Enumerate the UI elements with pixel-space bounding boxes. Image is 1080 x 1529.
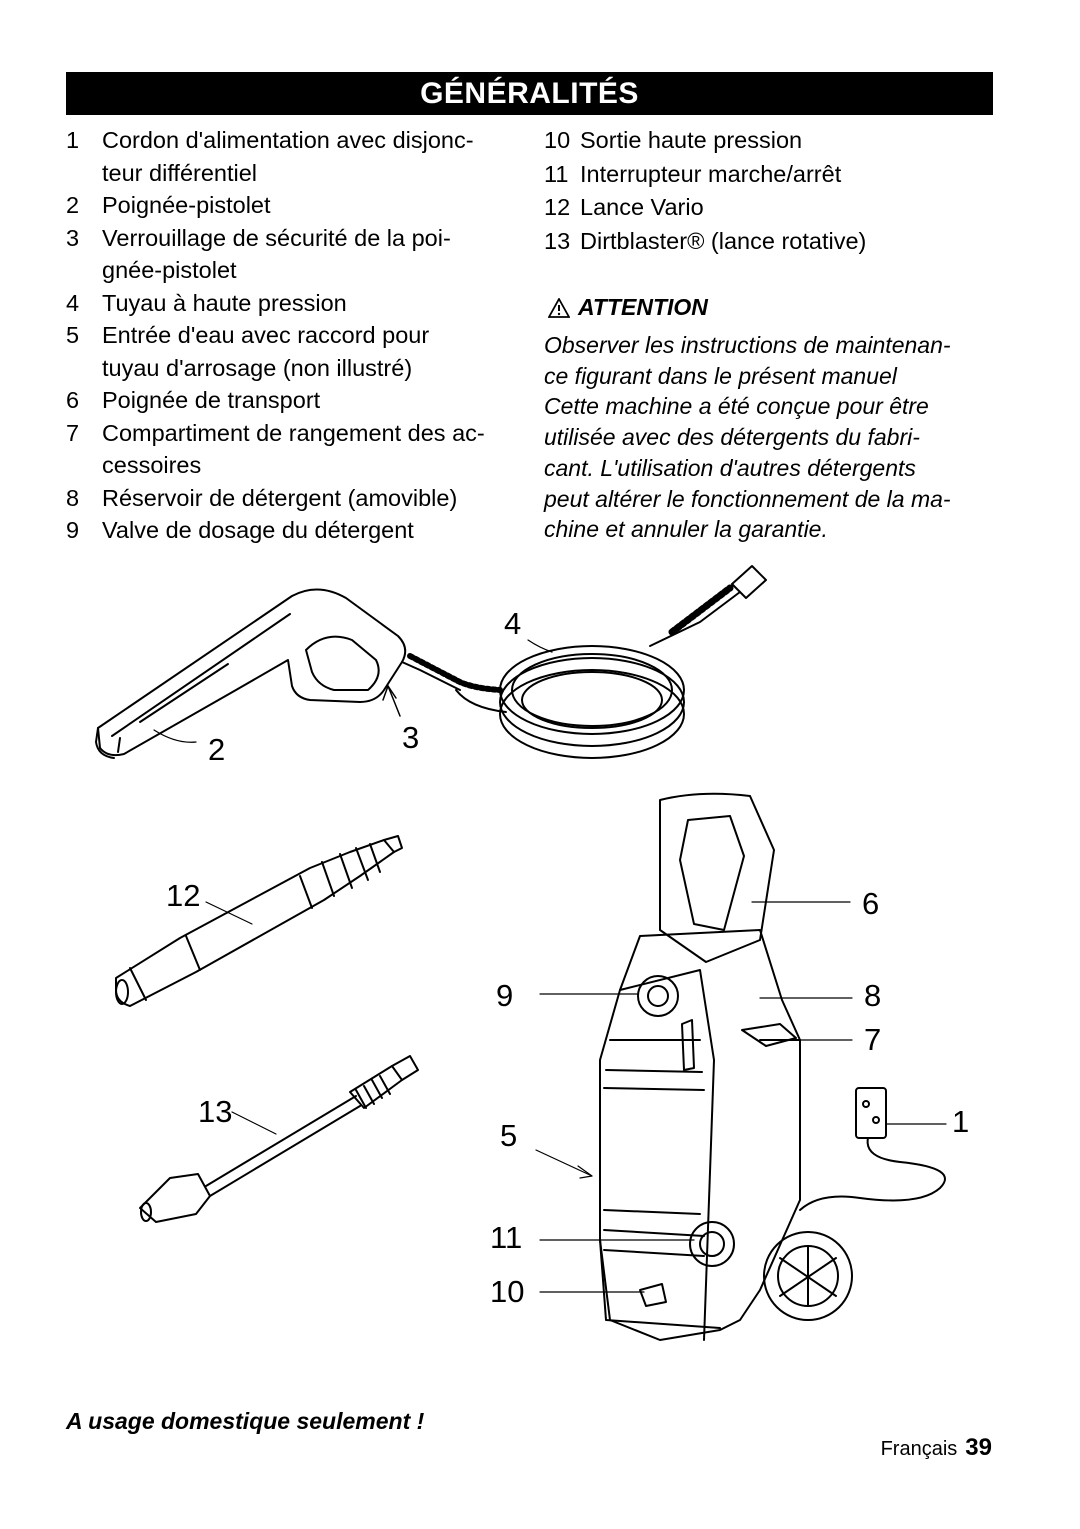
- leader-line-12: [205, 901, 253, 925]
- parts-list-right: 10 Sortie haute pression 11 Interrupteur…: [544, 124, 994, 258]
- power-plug-drawing: [799, 1087, 946, 1211]
- list-item: 8 Réservoir de détergent (amovible): [66, 484, 458, 511]
- list-item: 11 Interrupteur marche/arrêt: [544, 160, 842, 187]
- page-footer: Français 39: [881, 1434, 992, 1462]
- list-item: 4 Tuyau à haute pression: [66, 289, 347, 316]
- list-item: 10 Sortie haute pression: [544, 127, 803, 153]
- warning-triangle-icon: [548, 297, 570, 318]
- list-item: 13 Dirtblaster® (lance rotative): [544, 227, 867, 254]
- callout-4: 4: [504, 606, 522, 641]
- section-title: GÉNÉRALITÉS: [66, 72, 993, 115]
- callout-9: 9: [496, 978, 514, 1013]
- leader-line-4: [527, 639, 553, 653]
- vario-lance-drawing: [115, 835, 403, 1007]
- arrow-3: [387, 685, 401, 717]
- list-item: 3 Verrouillage de sécurité de la poi-gné…: [66, 224, 451, 284]
- leader-line-2: [153, 729, 197, 743]
- dirtblaster-drawing: [139, 1055, 419, 1223]
- list-item: 2 Poignée-pistolet: [66, 192, 271, 218]
- parts-list-left: 1 Cordon d'alimentation avec disjonc-teu…: [66, 124, 526, 547]
- pressure-washer-drawing: [599, 792, 853, 1341]
- usage-note: A usage domestique seulement !: [66, 1408, 425, 1434]
- list-item: 7 Compartiment de rangement des ac-cesso…: [66, 419, 485, 479]
- footer-language: Français: [880, 1438, 958, 1460]
- callout-12: 12: [166, 878, 201, 913]
- callout-8: 8: [864, 978, 882, 1013]
- callout-1: 1: [952, 1104, 970, 1139]
- attention-heading: ATTENTION: [548, 294, 708, 321]
- callout-6: 6: [862, 886, 880, 921]
- callout-5: 5: [500, 1118, 518, 1153]
- leader-line-13: [231, 1111, 277, 1135]
- callout-11: 11: [490, 1220, 523, 1255]
- list-item: 12 Lance Vario: [544, 194, 704, 220]
- hose-coil-drawing: [499, 565, 767, 759]
- list-item: 6 Poignée de transport: [66, 387, 321, 413]
- arrow-5: [535, 1149, 593, 1177]
- callout-13: 13: [198, 1094, 233, 1129]
- callout-3: 3: [402, 720, 420, 755]
- callout-2: 2: [208, 732, 226, 767]
- callout-7: 7: [864, 1022, 882, 1057]
- page-number: 39: [965, 1434, 992, 1461]
- attention-text: Observer les instructions de maintenan- …: [544, 332, 951, 543]
- list-item: 9 Valve de dosage du détergent: [66, 517, 414, 543]
- callout-10: 10: [490, 1274, 525, 1309]
- list-item: 1 Cordon d'alimentation avec disjonc-teu…: [66, 127, 474, 186]
